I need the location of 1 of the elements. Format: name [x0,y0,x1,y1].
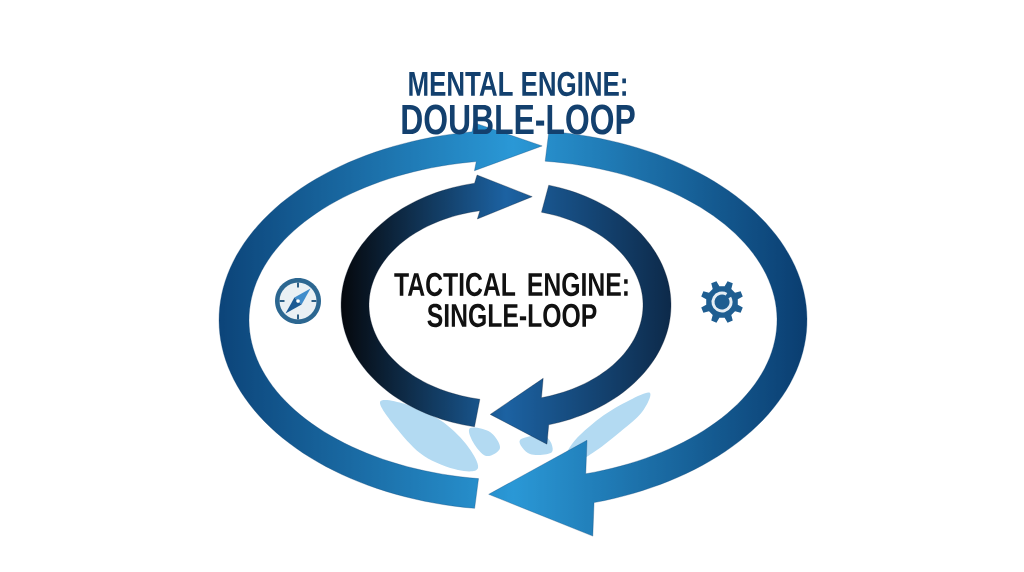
heading: MENTAL ENGINE: [409,71,626,97]
